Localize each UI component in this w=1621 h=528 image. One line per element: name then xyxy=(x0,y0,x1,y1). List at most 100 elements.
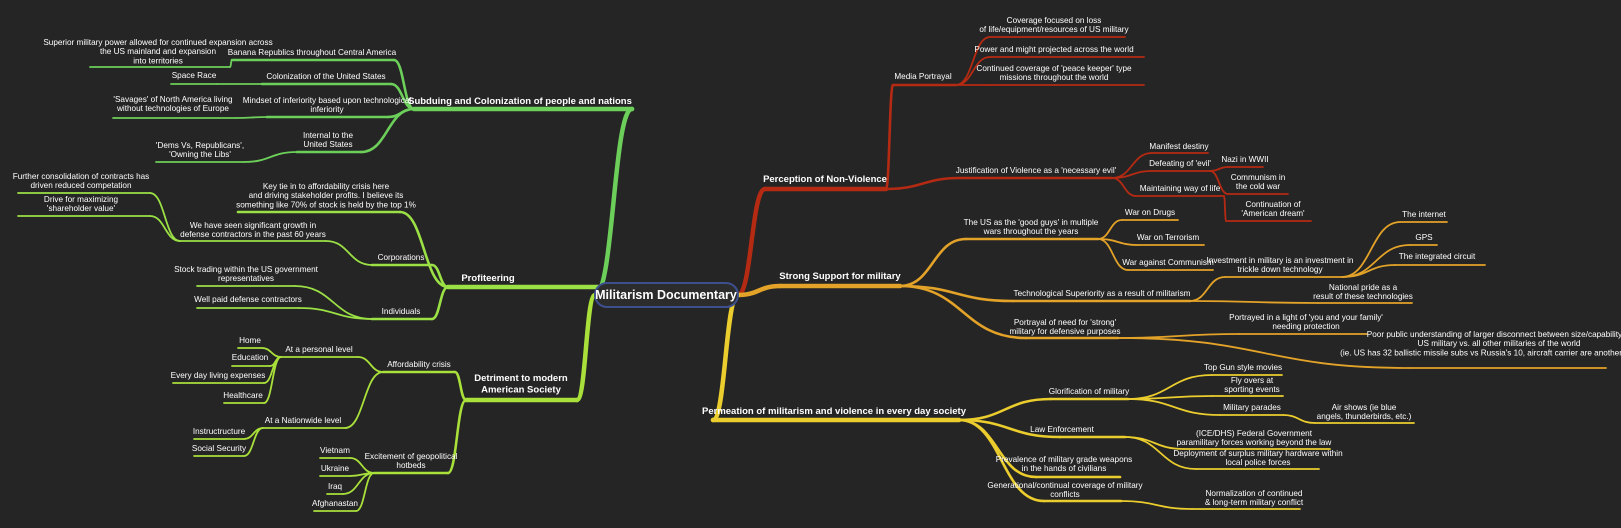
label-line[interactable]: Instructructure xyxy=(193,427,246,436)
label-line[interactable]: War on Terrorism xyxy=(1137,233,1200,242)
label-line[interactable]: National pride as a xyxy=(1329,283,1398,292)
root-node[interactable]: Militarism Documentary xyxy=(594,282,739,308)
label-line[interactable]: Top Gun style movies xyxy=(1204,363,1282,372)
topic-label[interactable]: Poor public understanding of larger disc… xyxy=(1340,330,1621,357)
label-line[interactable]: Portrayal of need for 'strong' xyxy=(1014,318,1117,327)
topic-label[interactable]: Justification of Violence as a 'necessar… xyxy=(956,166,1117,175)
branch-label[interactable]: Profiteering xyxy=(461,273,515,284)
label-line[interactable]: Perception of Non-Violence xyxy=(763,174,887,185)
label-line[interactable]: trickle down technology xyxy=(1237,265,1323,274)
label-line[interactable]: Technological Superiority as a result of… xyxy=(1013,289,1190,298)
label-line[interactable]: wars throughout the years xyxy=(983,227,1079,236)
label-line[interactable]: Space Race xyxy=(172,71,217,80)
topic-label[interactable]: Maintaining way of life xyxy=(1140,184,1221,193)
label-line[interactable]: inferiority xyxy=(310,105,344,114)
topic-label[interactable]: At a personal level xyxy=(285,345,353,354)
topic-label[interactable]: Superior military power allowed for cont… xyxy=(43,38,272,65)
label-line[interactable]: Every day living expenses xyxy=(171,371,266,380)
label-line[interactable]: Corporations xyxy=(378,253,425,262)
topic-label[interactable]: Instructructure xyxy=(193,427,246,436)
topic-label[interactable]: Mindset of inferiority based upon techno… xyxy=(243,96,412,114)
label-line[interactable]: Profiteering xyxy=(461,273,515,284)
label-line[interactable]: Fly overs at xyxy=(1231,376,1274,385)
label-line[interactable]: Drive for maximizing xyxy=(44,195,119,204)
label-line[interactable]: into territories xyxy=(133,56,183,65)
label-line[interactable]: Permeation of militarism and violence in… xyxy=(702,406,967,417)
label-line[interactable]: of life/equipment/resources of US milita… xyxy=(979,25,1129,34)
label-line[interactable]: and driving stakeholder profits. I belie… xyxy=(249,191,404,200)
label-line[interactable]: Individuals xyxy=(382,307,421,316)
label-line[interactable]: 'Dems Vs, Republicans', xyxy=(156,141,244,150)
topic-label[interactable]: War against Communism xyxy=(1122,258,1214,267)
label-line[interactable]: angels, thunderbirds, etc.) xyxy=(1317,412,1412,421)
label-line[interactable]: sporting events xyxy=(1224,385,1280,394)
branch-label[interactable]: Strong Support for military xyxy=(779,271,901,282)
label-line[interactable]: Banana Republics throughout Central Amer… xyxy=(228,48,397,57)
label-line[interactable]: Vietnam xyxy=(320,446,350,455)
label-line[interactable]: driven reduced competation xyxy=(30,181,131,190)
root-box[interactable] xyxy=(594,282,739,308)
label-line[interactable]: We have seen significant growth in xyxy=(190,221,317,230)
label-line[interactable]: Key tie in to affordability crisis here xyxy=(263,182,390,191)
topic-label[interactable]: Afghanastan xyxy=(312,499,358,508)
topic-label[interactable]: Drive for maximizing'shareholder value' xyxy=(44,195,119,213)
label-line[interactable]: 'Owning the Libs' xyxy=(169,150,231,159)
label-line[interactable]: Ukraine xyxy=(321,464,350,473)
label-line[interactable]: Continuation of xyxy=(1245,200,1301,209)
label-line[interactable]: Power and might projected across the wor… xyxy=(974,45,1134,54)
label-line[interactable]: hotbeds xyxy=(396,461,425,470)
topic-label[interactable]: Healthcare xyxy=(223,391,263,400)
label-line[interactable]: needing protection xyxy=(1272,322,1340,331)
label-line[interactable]: Prevalence of military grade weapons xyxy=(996,455,1133,464)
topic-label[interactable]: Portrayed in a light of 'you and your fa… xyxy=(1229,313,1383,331)
label-line[interactable]: military for defensive purposes xyxy=(1009,327,1120,336)
label-line[interactable]: missions throughout the world xyxy=(1000,73,1109,82)
topic-label[interactable]: Continued coverage of 'peace keeper' typ… xyxy=(976,64,1132,82)
branch-label[interactable]: Permeation of militarism and violence in… xyxy=(702,406,967,417)
label-line[interactable]: Law Enforcement xyxy=(1030,425,1094,434)
label-line[interactable]: The internet xyxy=(1402,210,1446,219)
label-line[interactable]: (ICE/DHS) Federal Government xyxy=(1196,429,1313,438)
label-line[interactable]: War against Communism xyxy=(1122,258,1214,267)
label-line[interactable]: Colonization of the United States xyxy=(266,72,385,81)
label-line[interactable]: Military parades xyxy=(1223,403,1281,412)
topic-label[interactable]: Manifest destiny xyxy=(1149,142,1209,151)
label-line[interactable]: Afghanastan xyxy=(312,499,358,508)
topic-label[interactable]: War on Terrorism xyxy=(1137,233,1200,242)
topic-label[interactable]: Vietnam xyxy=(320,446,350,455)
label-line[interactable]: Continued coverage of 'peace keeper' typ… xyxy=(976,64,1132,73)
label-line[interactable]: Manifest destiny xyxy=(1149,142,1209,151)
topic-label[interactable]: The integrated circuit xyxy=(1399,252,1476,261)
label-line[interactable]: Portrayed in a light of 'you and your fa… xyxy=(1229,313,1383,322)
topic-label[interactable]: Continuation of'American dream' xyxy=(1241,200,1305,218)
branch-label[interactable]: Subduing and Colonization of people and … xyxy=(408,96,632,107)
branch-label[interactable]: Perception of Non-Violence xyxy=(763,174,887,185)
label-line[interactable]: American Society xyxy=(481,385,561,396)
topic-label[interactable]: Defeating of 'evil' xyxy=(1149,159,1211,168)
topic-label[interactable]: Nazi in WWII xyxy=(1221,155,1268,164)
label-line[interactable]: At a Nationwide level xyxy=(265,416,342,425)
label-line[interactable]: something like 70% of stock is held by t… xyxy=(236,200,416,209)
label-line[interactable]: Nazi in WWII xyxy=(1221,155,1268,164)
label-line[interactable]: local police forces xyxy=(1225,458,1290,467)
topic-label[interactable]: Media Portrayal xyxy=(894,72,952,81)
topic-label[interactable]: GPS xyxy=(1415,233,1433,242)
topic-label[interactable]: Glorification of military xyxy=(1049,387,1130,396)
label-line[interactable]: Investment in military is an investment … xyxy=(1207,256,1354,265)
label-line[interactable]: 'shareholder value' xyxy=(47,204,116,213)
label-line[interactable]: Communism in xyxy=(1231,173,1286,182)
topic-label[interactable]: 'Dems Vs, Republicans','Owning the Libs' xyxy=(156,141,244,159)
label-line[interactable]: The US as the 'good guys' in multiple xyxy=(964,218,1099,227)
topic-label[interactable]: Portrayal of need for 'strong'military f… xyxy=(1009,318,1120,336)
label-line[interactable]: Internal to the xyxy=(303,131,354,140)
label-line[interactable]: GPS xyxy=(1415,233,1433,242)
